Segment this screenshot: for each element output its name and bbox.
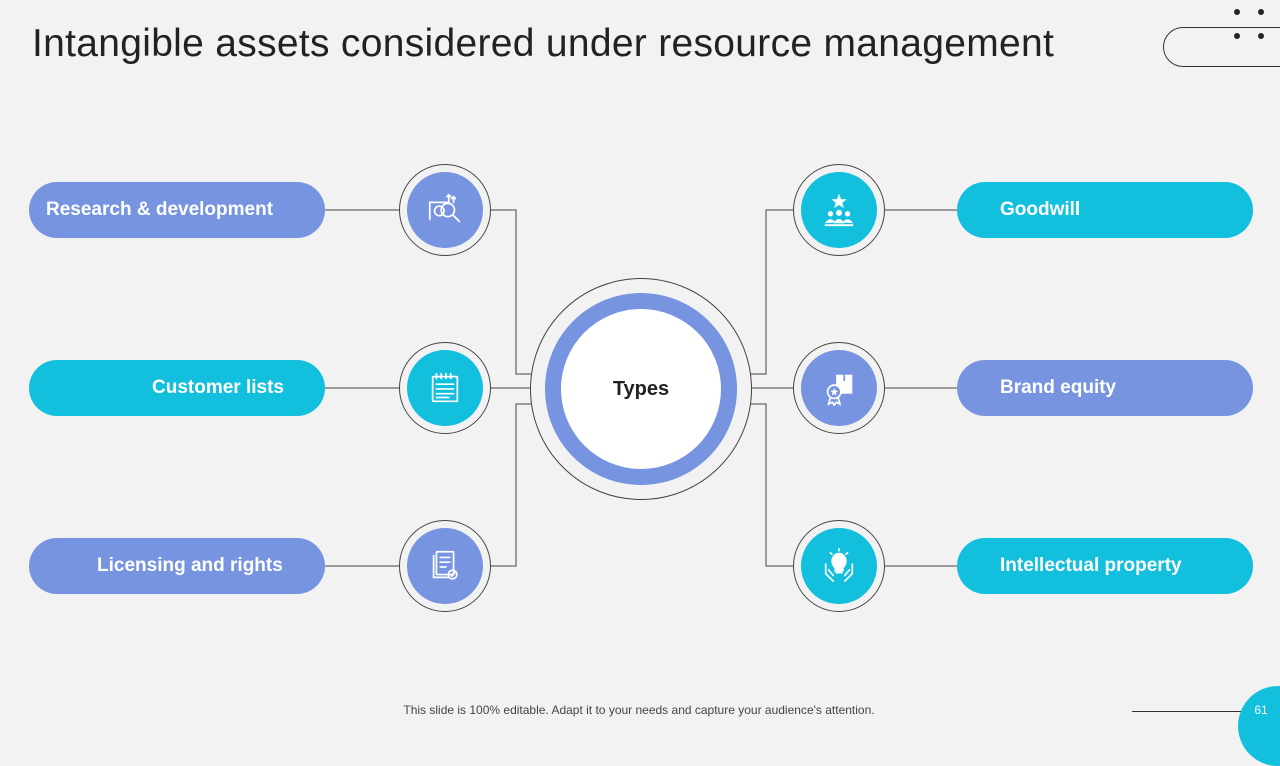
- pill-label: Intellectual property: [1000, 555, 1182, 576]
- page-title: Intangible assets considered under resou…: [32, 22, 1055, 65]
- idea-hands-icon: [801, 528, 877, 604]
- decorative-dot: [1234, 33, 1240, 39]
- icon-node-research: [399, 164, 491, 256]
- icon-node-intellectual-property: [793, 520, 885, 612]
- connector-line: [490, 403, 533, 567]
- pill-label: Goodwill: [1000, 199, 1081, 220]
- pill-label: Research & development: [46, 199, 274, 220]
- decorative-dot: [1258, 9, 1264, 15]
- icon-node-brand-equity: [793, 342, 885, 434]
- pill-label: Brand equity: [1000, 377, 1117, 398]
- footer-divider: [1132, 711, 1242, 712]
- connector-line: [749, 209, 793, 375]
- connector-line: [749, 403, 793, 567]
- icon-node-customer-lists: [399, 342, 491, 434]
- decorative-dot: [1258, 33, 1264, 39]
- pill-customer-lists: Customer lists: [29, 360, 325, 416]
- pill-goodwill: Goodwill: [957, 182, 1253, 238]
- star-team-icon: [801, 172, 877, 248]
- center-hub: Types: [561, 309, 721, 469]
- connector-line: [490, 209, 533, 375]
- pill-licensing-rights: Licensing and rights: [29, 538, 325, 594]
- license-document-icon: [407, 528, 483, 604]
- connector-lines: [325, 209, 957, 567]
- pill-research-development: Research & development: [29, 182, 325, 238]
- icon-node-licensing: [399, 520, 491, 612]
- footer-note: This slide is 100% editable. Adapt it to…: [0, 703, 1280, 717]
- notepad-list-icon: [407, 350, 483, 426]
- pill-brand-equity: Brand equity: [957, 360, 1253, 416]
- center-label: Types: [612, 377, 670, 400]
- page-number: 61: [1254, 703, 1268, 717]
- icon-node-goodwill: [793, 164, 885, 256]
- footer-text: This slide is 100% editable. Adapt it to…: [403, 703, 875, 717]
- research-gear-magnifier-icon: [407, 172, 483, 248]
- pill-label: Customer lists: [152, 377, 284, 398]
- award-box-icon: [801, 350, 877, 426]
- decorative-pill-outline: [1163, 27, 1280, 67]
- pill-label: Licensing and rights: [97, 555, 283, 576]
- decorative-dot: [1234, 9, 1240, 15]
- pill-intellectual-property: Intellectual property: [957, 538, 1253, 594]
